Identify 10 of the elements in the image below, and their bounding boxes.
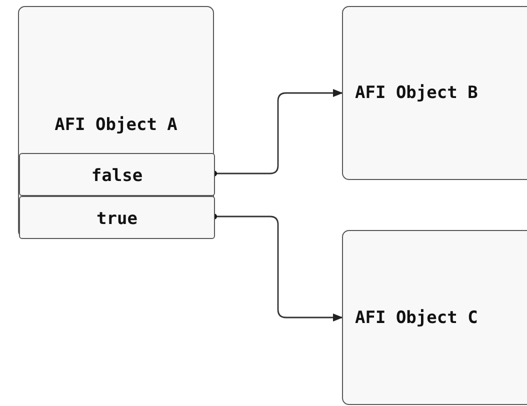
object-box: [342, 230, 527, 405]
node-label: true: [96, 208, 138, 228]
object-box: [342, 6, 527, 180]
field-row: [19, 196, 215, 239]
node-label: AFI Object A: [54, 115, 178, 135]
node-label: AFI Object C: [355, 308, 478, 328]
node-label: AFI Object B: [355, 83, 478, 103]
field-row: [19, 153, 215, 196]
node-label: false: [91, 166, 143, 186]
object-box: [18, 6, 214, 238]
